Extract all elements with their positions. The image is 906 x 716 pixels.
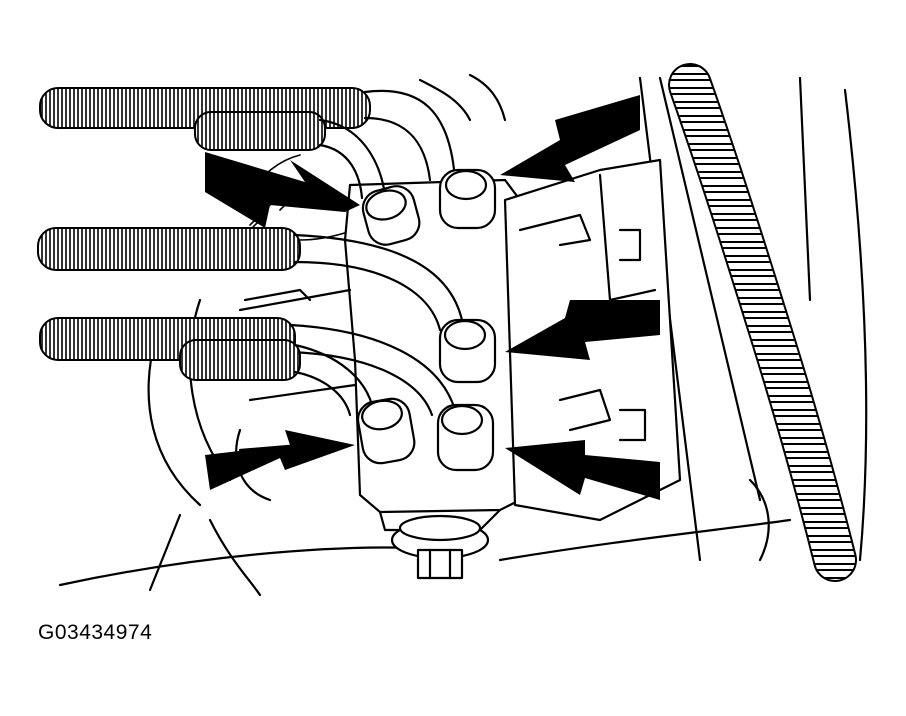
- tube-nut-lower-left: [356, 397, 416, 465]
- mounting-bolt: [390, 514, 490, 580]
- tube-nut-lower-right: [436, 403, 495, 472]
- brake-line-bottom: [179, 339, 374, 417]
- arrow-bottom-left: [205, 430, 355, 490]
- line-drawing: [37, 63, 868, 597]
- abs-hydraulic-unit-illustration: [37, 63, 868, 597]
- figure-caption: G03434974: [38, 621, 153, 644]
- tube-nut-middle: [438, 318, 497, 384]
- wiring-harness-conduit: [668, 63, 857, 582]
- arrow-icon: [205, 95, 660, 500]
- arrow-top-left: [205, 152, 360, 228]
- brake-line-middle: [37, 227, 464, 332]
- tube-nut-upper-left: [361, 185, 421, 246]
- tube-nut-upper-right: [438, 168, 497, 230]
- arrow-middle-right: [505, 300, 660, 360]
- brake-line-second: [194, 111, 387, 200]
- arrow-bottom-right: [505, 440, 660, 500]
- arrow-top-right: [500, 95, 640, 182]
